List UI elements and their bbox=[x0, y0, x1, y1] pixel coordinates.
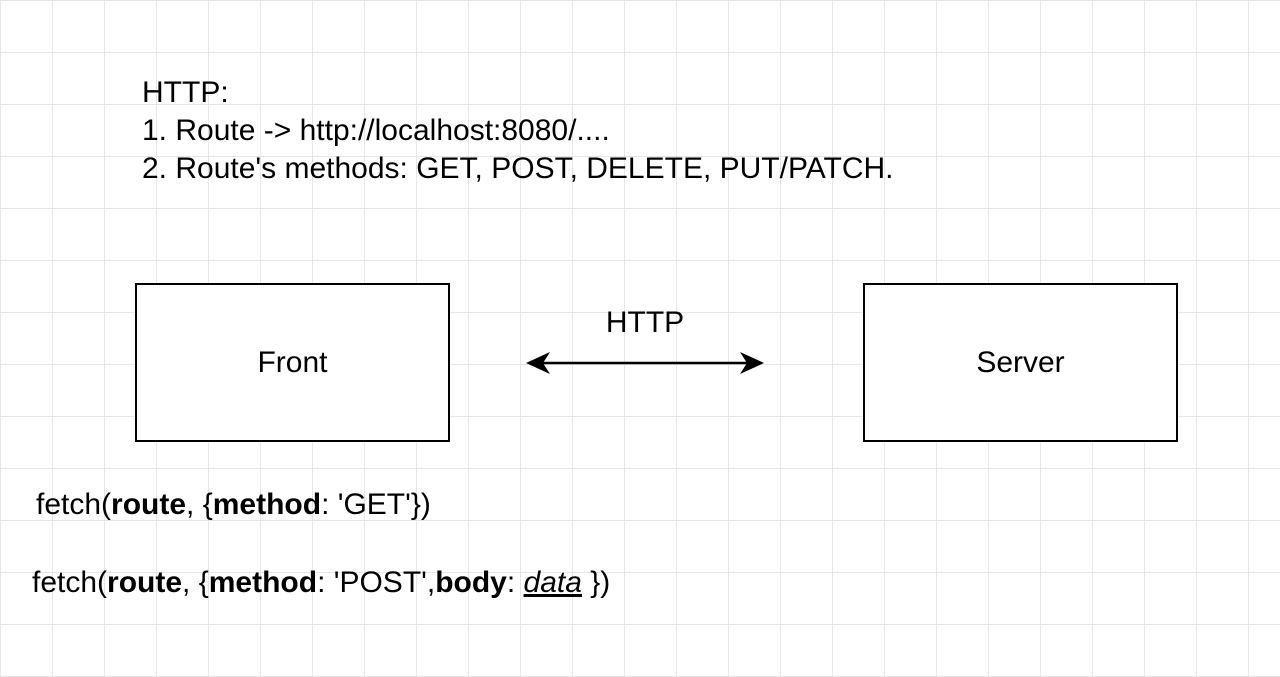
fetch-post-suffix: }) bbox=[581, 566, 611, 599]
fetch-get-method-key: method bbox=[212, 488, 322, 521]
arrow-label-http: HTTP bbox=[605, 306, 685, 339]
fetch-get-method-value: : 'GET'}) bbox=[321, 488, 431, 521]
fetch-post-route: route bbox=[107, 566, 183, 599]
fetch-post-method-value: : 'POST', bbox=[317, 566, 436, 599]
server-box-label: Server bbox=[976, 345, 1065, 379]
fetch-post-prefix: fetch( bbox=[32, 566, 108, 599]
fetch-get-route: route bbox=[111, 488, 187, 521]
front-box[interactable]: Front bbox=[135, 283, 450, 442]
fetch-get-sep: , { bbox=[186, 488, 213, 521]
fetch-post-snippet: fetch(route, {method: 'POST',body: data … bbox=[32, 565, 610, 601]
fetch-post-data: data bbox=[523, 566, 582, 599]
notes-heading: HTTP: bbox=[142, 76, 229, 109]
notes-line-route: 1. Route -> http://localhost:8080/.... bbox=[142, 114, 610, 147]
fetch-get-prefix: fetch( bbox=[36, 488, 112, 521]
server-box[interactable]: Server bbox=[863, 283, 1178, 442]
fetch-post-sep: , { bbox=[182, 566, 209, 599]
fetch-post-method-key: method bbox=[208, 566, 318, 599]
fetch-get-snippet: fetch(route, {method: 'GET'}) bbox=[36, 487, 431, 523]
fetch-post-body-key: body bbox=[435, 566, 507, 599]
notes-line-methods: 2. Route's methods: GET, POST, DELETE, P… bbox=[142, 152, 894, 185]
http-notes: HTTP: 1. Route -> http://localhost:8080/… bbox=[142, 74, 894, 188]
fetch-post-colon: : bbox=[506, 566, 524, 599]
bidirectional-arrow[interactable] bbox=[520, 348, 770, 378]
front-box-label: Front bbox=[257, 345, 328, 379]
